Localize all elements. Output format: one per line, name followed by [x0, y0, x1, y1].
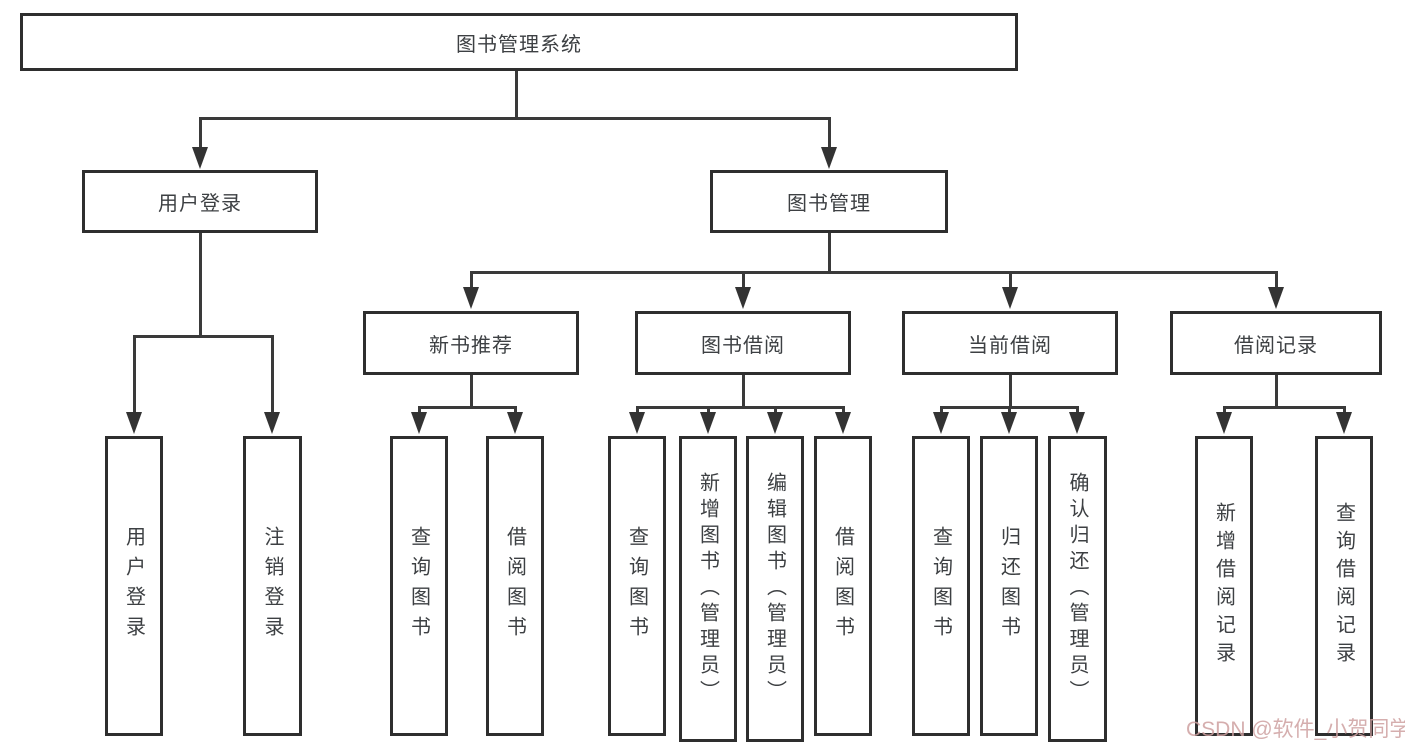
leaf-borrow-books: 借阅图书	[814, 436, 872, 736]
arrowhead-icon	[192, 147, 208, 169]
arrowhead-icon	[1268, 287, 1284, 309]
connector-line	[637, 406, 844, 409]
connector-line	[1343, 406, 1346, 414]
leaf-return-books: 归还图书	[980, 436, 1038, 736]
connector-line	[199, 117, 831, 120]
leaf-query-books-recommend-label: 查询图书	[407, 526, 430, 646]
connector-line	[742, 271, 745, 289]
connector-line	[418, 406, 421, 414]
arrowhead-icon	[700, 412, 716, 434]
connector-line	[636, 406, 639, 414]
connector-line	[470, 271, 1278, 274]
connector-line	[828, 233, 831, 273]
arrowhead-icon	[463, 287, 479, 309]
connector-line	[1076, 406, 1079, 414]
node-user-login-label: 用户登录	[158, 193, 242, 215]
arrowhead-icon	[735, 287, 751, 309]
leaf-borrow-books-label: 借阅图书	[831, 526, 854, 646]
connector-line	[828, 117, 831, 149]
node-current-borrow: 当前借阅	[902, 311, 1118, 375]
leaf-confirm-return-admin-label: 确认归还（管理员）	[1066, 472, 1088, 706]
leaf-edit-books-admin-label: 编辑图书（管理员）	[763, 472, 786, 706]
arrowhead-icon	[1216, 412, 1232, 434]
arrowhead-icon	[1001, 412, 1017, 434]
node-user-login: 用户登录	[82, 170, 318, 233]
arrowhead-icon	[629, 412, 645, 434]
connector-line	[1275, 271, 1278, 289]
connector-line	[470, 271, 473, 289]
connector-line	[1224, 406, 1345, 409]
node-current-borrow-label: 当前借阅	[968, 334, 1052, 357]
node-book-borrow: 图书借阅	[635, 311, 851, 375]
connector-line	[514, 406, 517, 414]
leaf-query-books-recommend: 查询图书	[390, 436, 448, 736]
connector-line	[133, 335, 274, 338]
connector-line	[742, 375, 745, 408]
leaf-add-books-admin-label: 新增图书（管理员）	[696, 472, 719, 706]
arrowhead-icon	[126, 412, 142, 434]
leaf-query-books-borrow: 查询图书	[608, 436, 666, 736]
leaf-query-borrow-record: 查询借阅记录	[1315, 436, 1373, 736]
leaf-query-books-current-label: 查询图书	[929, 526, 952, 646]
leaf-add-borrow-record: 新增借阅记录	[1195, 436, 1253, 736]
node-book-management-label: 图书管理	[787, 193, 871, 215]
connector-line	[1008, 406, 1011, 414]
leaf-confirm-return-admin: 确认归还（管理员）	[1048, 436, 1107, 742]
leaf-query-books-borrow-label: 查询图书	[625, 526, 648, 646]
leaf-user-login: 用户登录	[105, 436, 163, 736]
leaf-add-books-admin: 新增图书（管理员）	[679, 436, 737, 742]
leaf-query-borrow-record-label: 查询借阅记录	[1332, 502, 1355, 670]
arrowhead-icon	[821, 147, 837, 169]
connector-line	[515, 71, 518, 118]
node-book-borrow-label: 图书借阅	[701, 334, 785, 357]
csdn-watermark: CSDN @软件_小贺同学	[1186, 718, 1405, 741]
leaf-borrow-books-recommend-label: 借阅图书	[503, 526, 526, 646]
leaf-query-books-current: 查询图书	[912, 436, 970, 736]
arrowhead-icon	[507, 412, 523, 434]
arrowhead-icon	[411, 412, 427, 434]
arrowhead-icon	[933, 412, 949, 434]
connector-line	[842, 406, 845, 414]
connector-line	[1275, 375, 1278, 408]
node-book-management: 图书管理	[710, 170, 948, 233]
node-root: 图书管理系统	[20, 13, 1018, 71]
node-borrow-records: 借阅记录	[1170, 311, 1382, 375]
connector-line	[940, 406, 943, 414]
connector-line	[1009, 375, 1012, 408]
node-new-book-recommend-label: 新书推荐	[429, 334, 513, 357]
node-borrow-records-label: 借阅记录	[1234, 334, 1318, 357]
arrowhead-icon	[1069, 412, 1085, 434]
connector-line	[419, 406, 515, 409]
arrowhead-icon	[1002, 287, 1018, 309]
connector-line	[707, 406, 710, 414]
connector-line	[199, 233, 202, 336]
node-new-book-recommend: 新书推荐	[363, 311, 579, 375]
connector-line	[199, 117, 202, 149]
arrowhead-icon	[835, 412, 851, 434]
leaf-borrow-books-recommend: 借阅图书	[486, 436, 544, 736]
connector-line	[271, 335, 274, 413]
connector-line	[1223, 406, 1226, 414]
node-root-label: 图书管理系统	[456, 33, 582, 56]
leaf-logout: 注销登录	[243, 436, 302, 736]
connector-line	[470, 375, 473, 408]
leaf-return-books-label: 归还图书	[997, 526, 1020, 646]
arrowhead-icon	[264, 412, 280, 434]
arrowhead-icon	[1336, 412, 1352, 434]
leaf-logout-label: 注销登录	[261, 526, 283, 646]
connector-line	[1009, 271, 1012, 289]
connector-line	[133, 335, 136, 413]
leaf-add-borrow-record-label: 新增借阅记录	[1212, 502, 1235, 670]
connector-line	[774, 406, 777, 414]
leaf-user-login-label: 用户登录	[122, 526, 145, 646]
arrowhead-icon	[767, 412, 783, 434]
leaf-edit-books-admin: 编辑图书（管理员）	[746, 436, 804, 742]
